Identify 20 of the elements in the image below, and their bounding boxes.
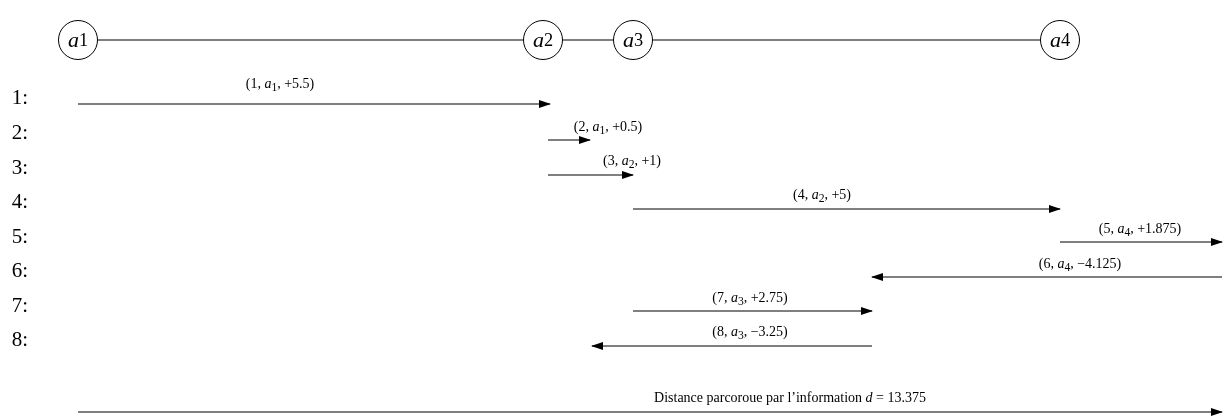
- row-number: 5:: [11, 223, 29, 249]
- move-label: (4, a$_{2}$, +5): [792, 186, 852, 206]
- connector-line: [562, 39, 614, 41]
- row-number: 3:: [11, 154, 29, 180]
- connector-line: [652, 39, 1041, 41]
- move-label: (6, a$_{4}$, −4.125): [1038, 255, 1122, 275]
- move-label: Distance parcoroue par l’information d = 13.375: [654, 390, 926, 406]
- connector-line: [97, 39, 524, 41]
- move-label: (7, a$_{3}$, +2.75): [712, 289, 788, 309]
- row-number: 1:: [11, 84, 29, 110]
- move-label: (2, a$_{1}$, +0.5): [573, 118, 643, 138]
- row-number: 6:: [11, 257, 29, 283]
- row-number: 2:: [11, 119, 29, 145]
- row-number: 8:: [11, 326, 29, 352]
- move-label: (1, a$_{1}$, +5.5): [245, 75, 315, 95]
- move-label: (3, a$_{2}$, +1): [602, 152, 662, 172]
- move-label: (5, a$_{4}$, +1.875): [1098, 220, 1182, 240]
- row-number: 7:: [11, 292, 29, 318]
- move-label: (8, a$_{3}$, −3.25): [712, 323, 788, 343]
- row-number: 4:: [11, 188, 29, 214]
